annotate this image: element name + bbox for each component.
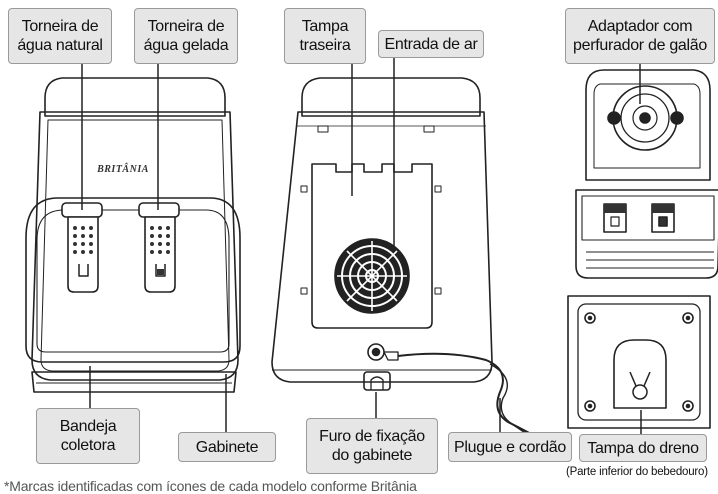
label-torneira-natural: Torneira de água natural (8, 8, 112, 64)
label-furo-fixacao: Furo de fixação do gabinete (306, 418, 438, 474)
footnote: *Marcas identificadas com ícones de cada… (4, 478, 417, 494)
label-gabinete: Gabinete (178, 432, 276, 462)
front-view-dispenser (25, 77, 241, 393)
label-adaptador: Adaptador com perfurador de galão (565, 8, 715, 64)
label-tampa-traseira: Tampa traseira (284, 8, 366, 64)
label-plugue-cordao: Plugue e cordão (448, 432, 572, 462)
label-bandeja-coletora: Bandeja coletora (36, 408, 140, 464)
back-view-dispenser (271, 77, 567, 462)
brand-logo: BRITÂNIA (96, 163, 149, 175)
label-entrada-ar: Entrada de ar (378, 30, 484, 58)
bottom-view-note: (Parte inferior do bebedouro) (566, 466, 708, 478)
label-tampa-dreno: Tampa do dreno (579, 434, 707, 462)
label-torneira-gelada: Torneira de água gelada (134, 8, 238, 64)
top-view-adapter (575, 69, 718, 279)
bottom-view-drain (567, 295, 711, 429)
leader-lines (81, 58, 642, 434)
